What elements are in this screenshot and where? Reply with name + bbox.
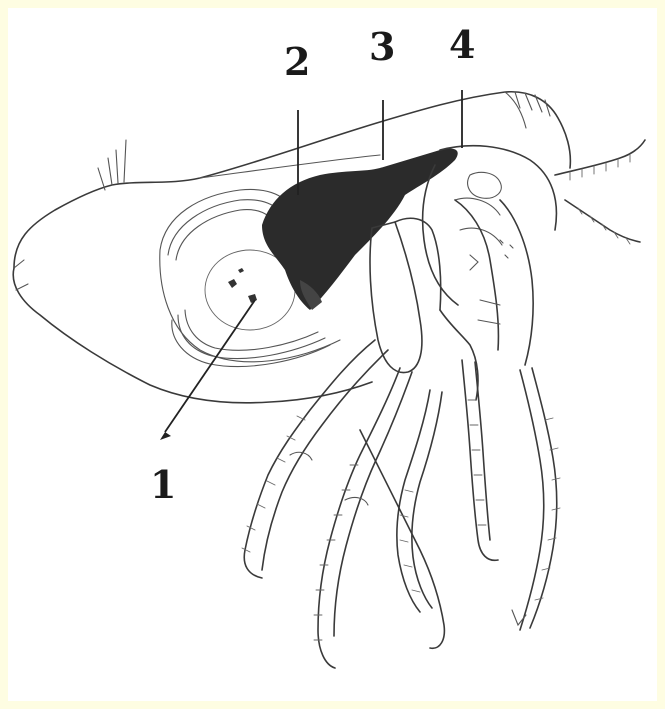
dark-organ xyxy=(262,148,458,310)
label-2: 2 xyxy=(284,39,310,84)
antennae xyxy=(555,140,645,244)
label-4: 4 xyxy=(449,22,475,67)
label-3: 3 xyxy=(369,24,395,69)
walking-legs xyxy=(242,340,560,668)
label-1: 1 xyxy=(150,462,176,507)
